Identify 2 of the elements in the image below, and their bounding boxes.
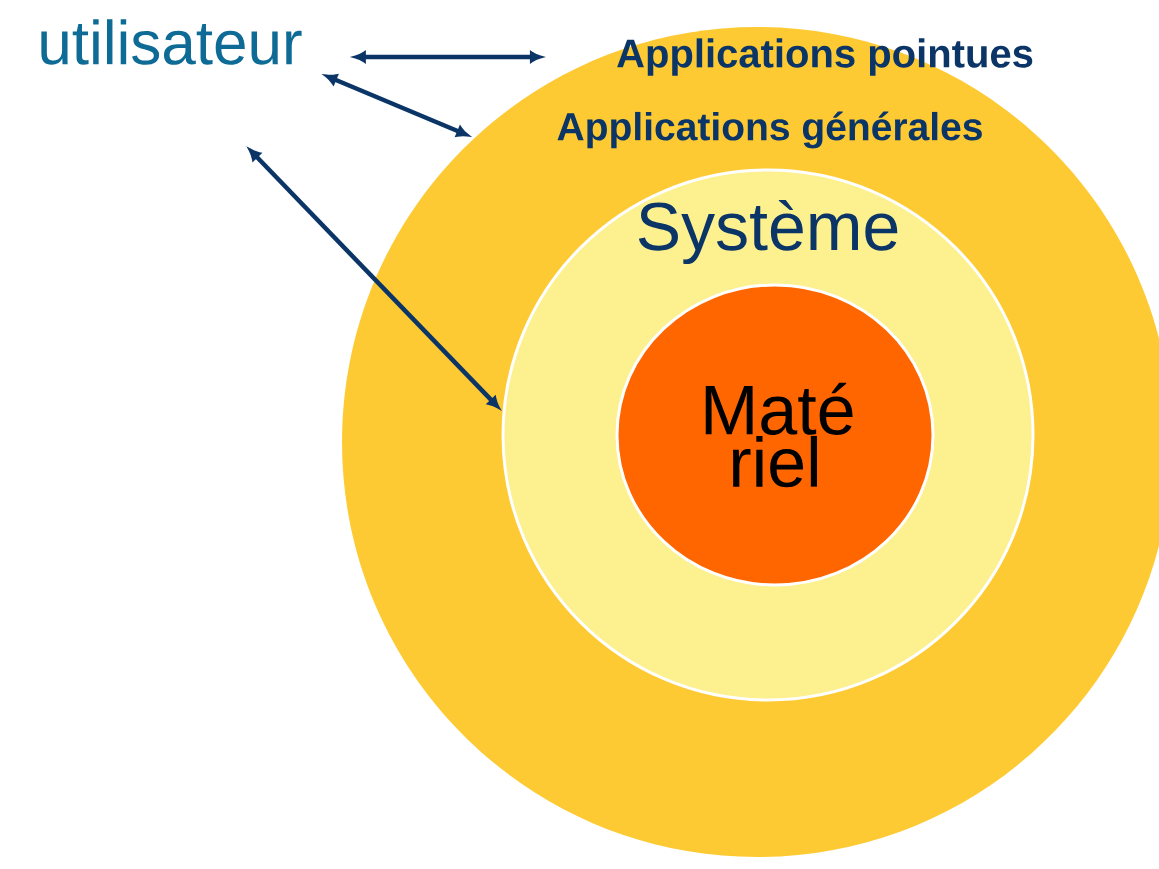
label-text: utilisateur bbox=[41, 19, 302, 65]
arrow bbox=[248, 148, 500, 409]
